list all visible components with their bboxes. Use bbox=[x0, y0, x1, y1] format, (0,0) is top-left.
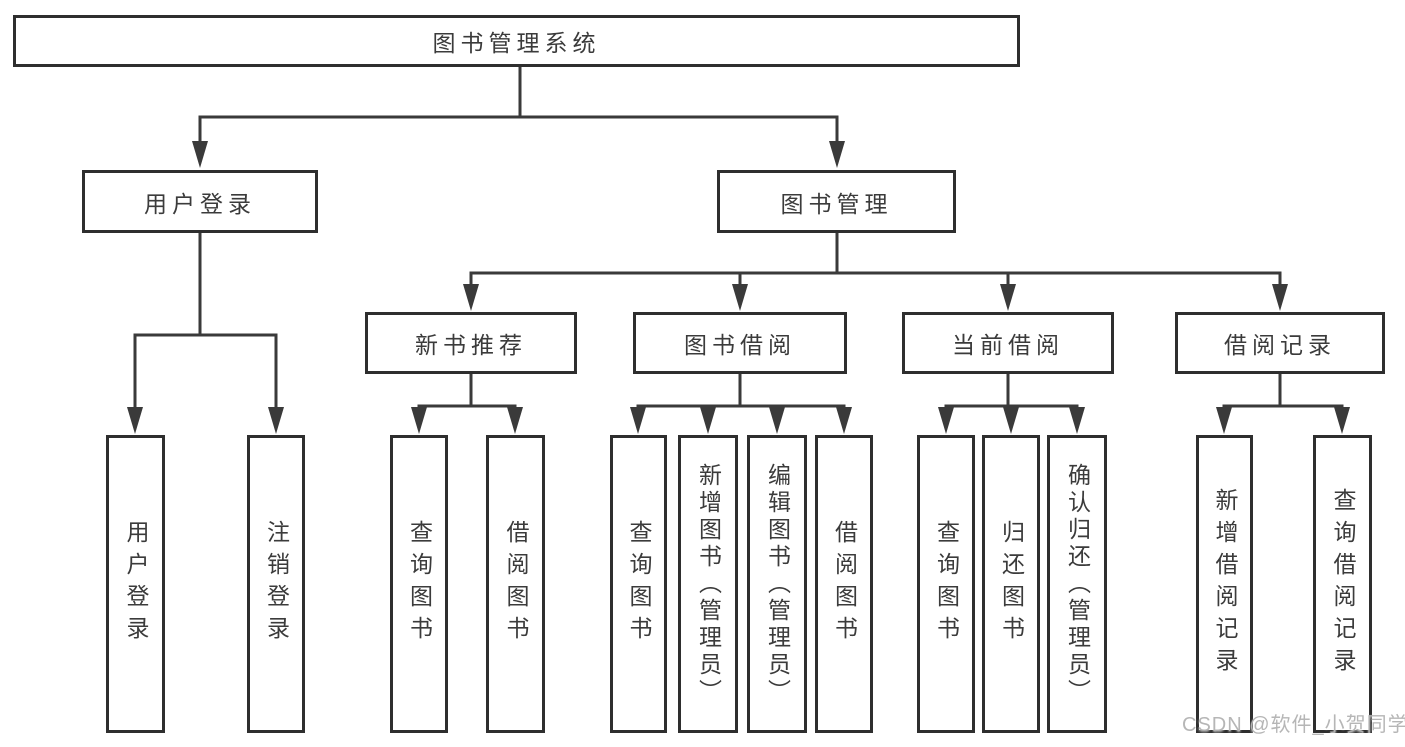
leaf-add-books-admin: 新增图书（管理员） bbox=[678, 435, 738, 733]
leaf-borrow-books-label: 借阅图书 bbox=[831, 520, 858, 648]
connector-records-rail bbox=[1222, 374, 1344, 411]
leaf-borrow-query-books: 查询图书 bbox=[610, 435, 667, 733]
node-user-login: 用户登录 bbox=[82, 170, 318, 233]
connector-current-rail bbox=[944, 374, 1079, 411]
node-new-book-recommend: 新书推荐 bbox=[365, 312, 577, 374]
connector-recommend-rail bbox=[417, 374, 517, 411]
node-current-borrow-label: 当前借阅 bbox=[952, 332, 1064, 358]
leaf-return-books: 归还图书 bbox=[982, 435, 1040, 733]
leaf-current-query-books: 查询图书 bbox=[917, 435, 975, 733]
node-new-book-recommend-label: 新书推荐 bbox=[415, 332, 527, 358]
node-borrow-records-label: 借阅记录 bbox=[1224, 332, 1336, 358]
leaf-recommend-query-books: 查询图书 bbox=[390, 435, 448, 733]
leaf-add-borrow-record-label: 新增借阅记录 bbox=[1212, 488, 1238, 680]
leaf-edit-books-admin: 编辑图书（管理员） bbox=[747, 435, 807, 733]
leaf-current-query-books-label: 查询图书 bbox=[933, 520, 960, 648]
leaf-return-books-label: 归还图书 bbox=[998, 520, 1025, 648]
node-book-management: 图书管理 bbox=[717, 170, 956, 233]
arrowheads bbox=[127, 141, 1350, 434]
connector-mgmt-rail bbox=[469, 271, 1282, 288]
leaf-user-login: 用户登录 bbox=[106, 435, 165, 733]
node-book-borrow-label: 图书借阅 bbox=[684, 332, 796, 358]
leaf-edit-books-admin-label: 编辑图书（管理员） bbox=[764, 462, 791, 706]
connector-borrow-rail bbox=[636, 374, 846, 411]
node-root-label: 图书管理系统 bbox=[432, 30, 601, 56]
leaf-logout-label: 注销登录 bbox=[263, 520, 290, 648]
leaf-user-login-label: 用户登录 bbox=[123, 520, 149, 648]
node-current-borrow: 当前借阅 bbox=[902, 312, 1114, 374]
node-user-login-label: 用户登录 bbox=[144, 190, 256, 217]
csdn-watermark: CSDN @软件_小贺同学 bbox=[1182, 714, 1405, 736]
leaf-confirm-return-admin-label: 确认归还（管理员） bbox=[1064, 462, 1091, 706]
node-borrow-records: 借阅记录 bbox=[1175, 312, 1385, 374]
leaf-confirm-return-admin: 确认归还（管理员） bbox=[1047, 435, 1107, 733]
leaf-borrow-books: 借阅图书 bbox=[815, 435, 873, 733]
leaf-recommend-borrow-books: 借阅图书 bbox=[486, 435, 545, 733]
node-book-management-label: 图书管理 bbox=[780, 190, 893, 217]
leaf-logout: 注销登录 bbox=[247, 435, 305, 733]
leaf-query-borrow-record-label: 查询借阅记录 bbox=[1330, 488, 1356, 680]
leaf-add-books-admin-label: 新增图书（管理员） bbox=[695, 462, 722, 706]
leaf-recommend-borrow-books-label: 借阅图书 bbox=[503, 520, 529, 648]
leaf-recommend-query-books-label: 查询图书 bbox=[406, 520, 433, 648]
node-root: 图书管理系统 bbox=[13, 15, 1020, 67]
leaf-add-borrow-record: 新增借阅记录 bbox=[1196, 435, 1253, 733]
node-book-borrow: 图书借阅 bbox=[633, 312, 847, 374]
leaf-query-borrow-record: 查询借阅记录 bbox=[1313, 435, 1372, 733]
connector-title-rail bbox=[198, 115, 839, 145]
leaf-borrow-query-books-label: 查询图书 bbox=[626, 520, 652, 648]
connector-user-rail bbox=[133, 333, 278, 411]
